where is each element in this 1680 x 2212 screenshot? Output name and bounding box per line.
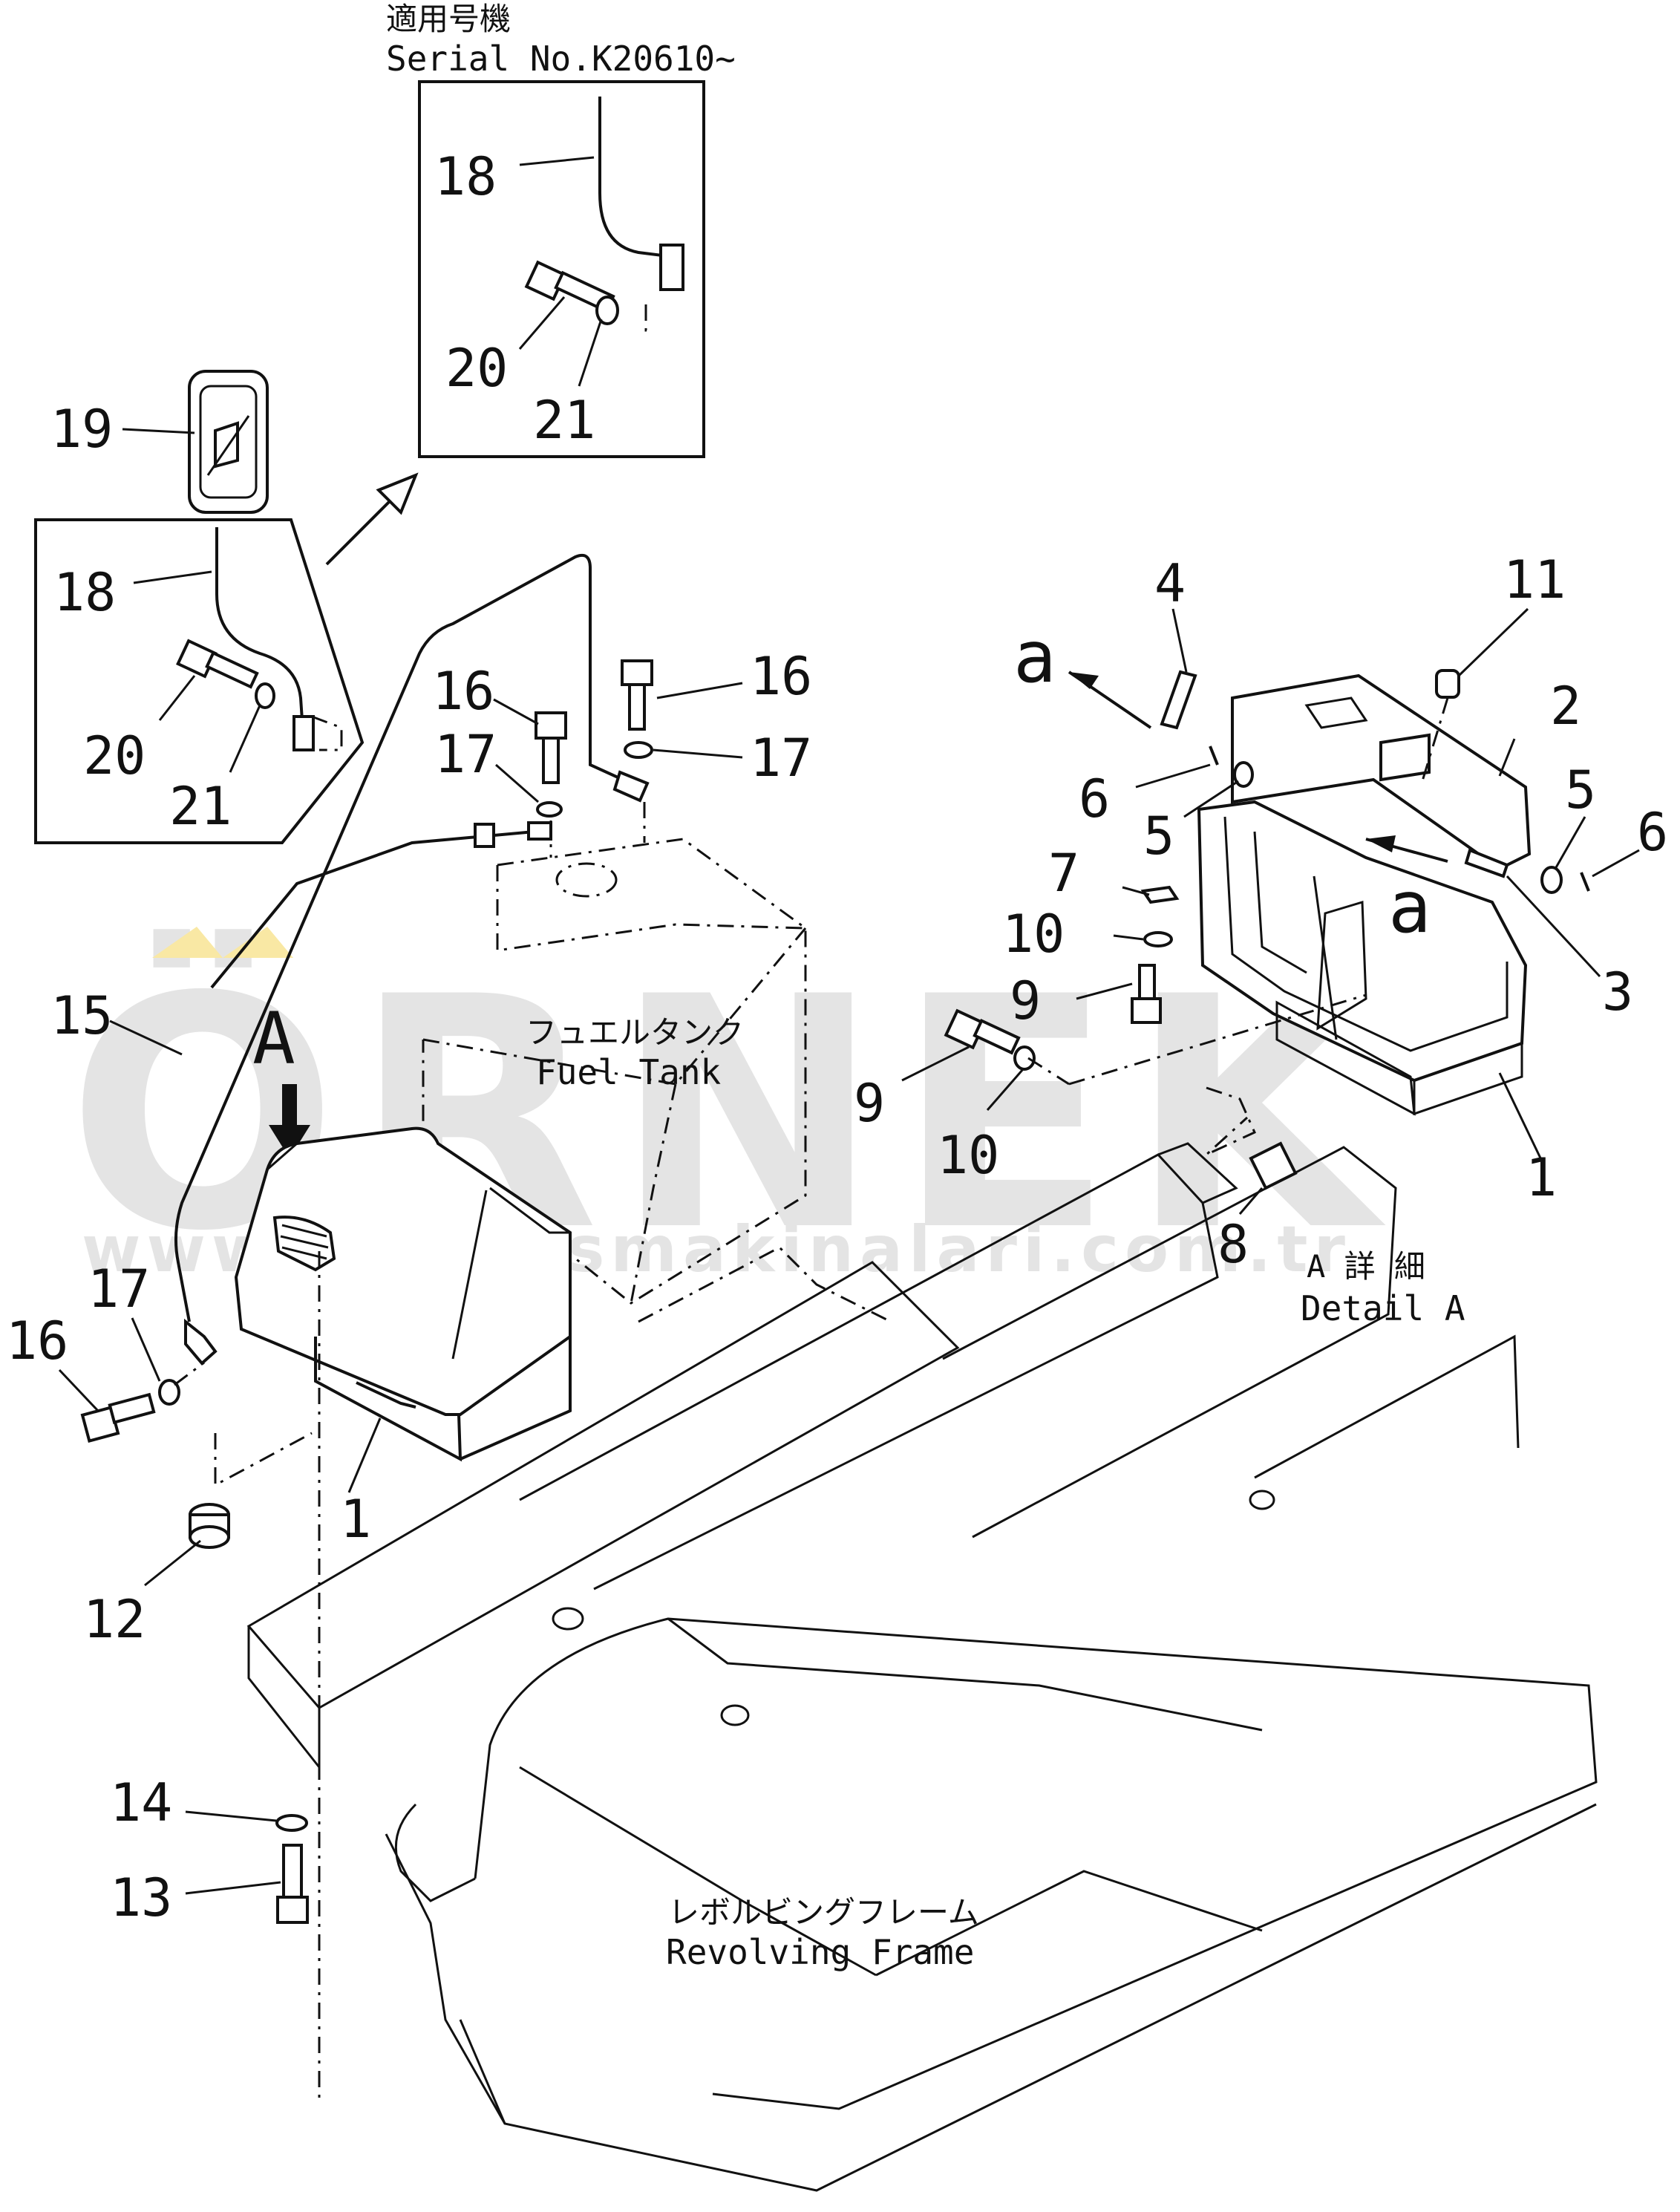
pin-6a (1209, 746, 1219, 766)
washer-10a (1143, 931, 1173, 947)
callout-14: 14 (110, 1772, 172, 1833)
washer-14 (275, 1814, 308, 1832)
revolving-frame-caption: Revolving Frame (666, 1932, 974, 1972)
arrow-a-label-1: a (1013, 616, 1056, 699)
pipe-15-top-fitting (612, 770, 650, 803)
bracket-3 (1464, 848, 1509, 878)
inset-top: 18 20 21 (418, 80, 705, 458)
lever-4 (1160, 670, 1197, 730)
callout-11: 11 (1503, 549, 1566, 610)
inset-left: 18 20 21 (34, 518, 365, 844)
washer-10b (1013, 1045, 1036, 1071)
view-a-arrow (269, 1084, 310, 1158)
callout-17c: 17 (88, 1259, 150, 1319)
callout-1-detail: 1 (1526, 1147, 1557, 1208)
rubber-mount-12 (189, 1503, 230, 1549)
washer-17b (624, 741, 653, 759)
pipe-18-top (598, 97, 671, 281)
grommet-11 (1420, 669, 1460, 784)
inset-left-frame (34, 518, 365, 844)
callout-15: 15 (50, 985, 113, 1046)
reference-arrow (325, 472, 419, 566)
pipe-branch (210, 830, 535, 989)
callout-3: 3 (1602, 962, 1633, 1022)
callout-21-left: 21 (169, 776, 232, 837)
callout-17a: 17 (434, 724, 497, 785)
washer-5a (1233, 761, 1254, 788)
watermark-accent-right (223, 927, 293, 958)
callout-2: 2 (1550, 676, 1581, 737)
arrow-a-label-2: a (1388, 866, 1431, 949)
detail-a: a 4 2 11 1 a 3 (854, 549, 1668, 1328)
bolt-13 (276, 1844, 309, 1924)
bolt-16c (80, 1392, 156, 1443)
callout-9b: 9 (854, 1073, 885, 1134)
detail-a-caption: Detail A (1301, 1288, 1465, 1328)
revolving-frame-jp: レボルビングフレーム (668, 1894, 979, 1931)
fuel-tank-jp: フュエルタンク (526, 1014, 744, 1051)
pin-6b (1580, 872, 1590, 892)
callout-20-top: 20 (445, 338, 508, 399)
bolt-20-left (176, 639, 259, 689)
battery-box-1: 1 (234, 1126, 572, 2101)
washer-17a (536, 801, 563, 818)
detail-a-jp: A 詳 細 (1307, 1248, 1425, 1285)
battery-case-1 (1197, 800, 1528, 1083)
clip-7 (1140, 885, 1180, 904)
bolt-16b (621, 659, 653, 731)
clip-8 (1249, 1141, 1298, 1190)
callout-16a: 16 (432, 661, 494, 722)
revolving-frame: レボルビングフレーム Revolving Frame (246, 1142, 1598, 2192)
pipe-branch-fitting (527, 821, 552, 841)
mirror-19: 19 (50, 370, 269, 514)
callout-4: 4 (1154, 553, 1186, 614)
callout-19: 19 (50, 399, 113, 460)
callout-18-top: 18 (434, 146, 497, 207)
callout-10b: 10 (937, 1125, 999, 1186)
pipe-15-end-fitting (184, 1318, 218, 1366)
pipe-clip-top (659, 244, 684, 291)
fuel-tank: フュエルタンク Fuel Tank (422, 838, 807, 1305)
fuel-tank-caption: Fuel Tank (536, 1052, 721, 1092)
callout-6b: 6 (1637, 802, 1668, 863)
centerline-top (644, 304, 653, 332)
callout-21-top: 21 (533, 390, 595, 451)
callout-16b: 16 (750, 646, 812, 707)
washer-5b (1540, 866, 1563, 894)
callout-18-left: 18 (53, 562, 116, 623)
washer-21-top (595, 296, 619, 325)
callout-16c: 16 (6, 1311, 68, 1371)
callout-7: 7 (1048, 843, 1079, 904)
callout-17b: 17 (750, 728, 812, 789)
washer-17c (158, 1379, 180, 1406)
pipe-clamp (474, 823, 495, 848)
callout-5b: 5 (1565, 760, 1596, 820)
bolt-16a (535, 711, 567, 784)
pipe-clip-left (292, 715, 315, 751)
view-a-marker: A (252, 997, 295, 1080)
pipe-18-left (215, 527, 304, 732)
serial-number: Serial No.K20610~ (386, 39, 736, 79)
callout-6a: 6 (1079, 769, 1110, 829)
callout-1a: 1 (340, 1489, 371, 1550)
inset-top-frame (418, 80, 705, 458)
washer-21-left (255, 682, 275, 709)
callout-12: 12 (83, 1589, 146, 1650)
watermark-accent-left (152, 927, 223, 958)
callout-5a: 5 (1143, 806, 1174, 867)
callout-9a: 9 (1010, 970, 1041, 1031)
callout-20-left: 20 (83, 725, 146, 786)
bolt-9b (944, 1008, 1021, 1055)
pipe-15 (174, 553, 632, 1322)
callout-8: 8 (1217, 1214, 1249, 1275)
callout-10a: 10 (1002, 904, 1065, 965)
bolt-9a (1131, 964, 1162, 1024)
callout-13: 13 (110, 1867, 172, 1928)
applicable-serial-jp: 適用号機 (386, 1, 511, 37)
